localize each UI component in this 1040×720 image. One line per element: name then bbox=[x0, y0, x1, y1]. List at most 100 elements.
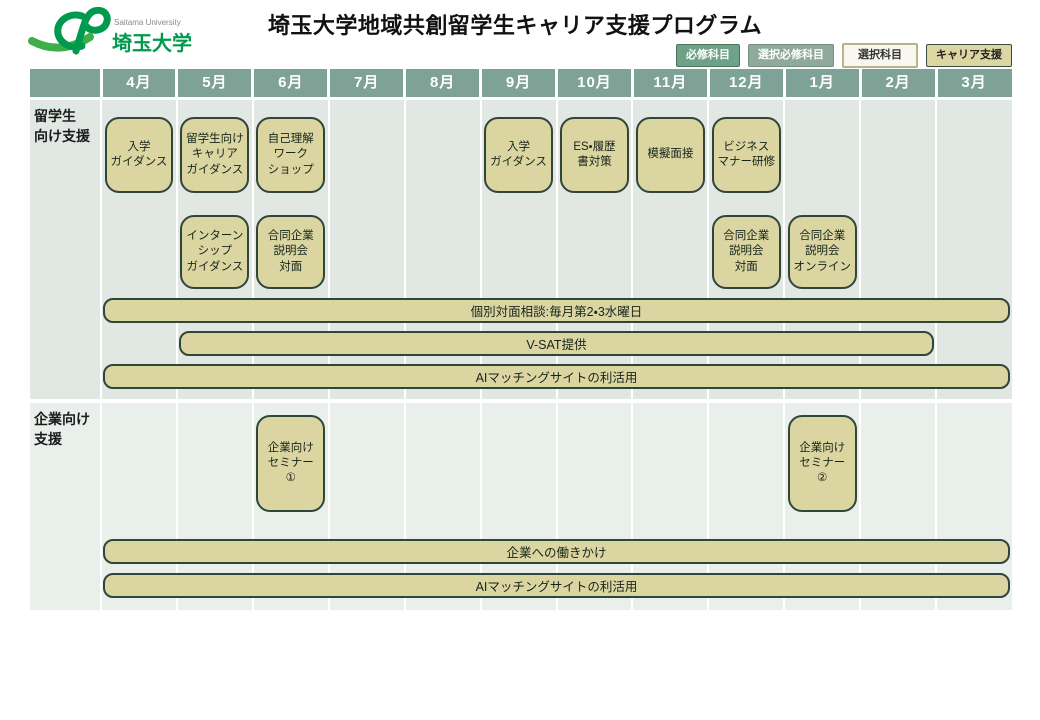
logo-swirl-icon bbox=[28, 6, 111, 55]
event-box-label-line: ガイダンス bbox=[490, 156, 547, 168]
period-bar: V-SAT提供 bbox=[178, 331, 935, 356]
column-divider bbox=[782, 69, 786, 97]
month-header-cell: 9月 bbox=[505, 74, 532, 91]
event-box-label-line: ガイダンス bbox=[186, 260, 244, 273]
column-divider bbox=[251, 403, 254, 610]
column-divider bbox=[327, 100, 330, 399]
event-box-label-line: キャリア bbox=[191, 148, 238, 161]
legend-badge-required: 必修科目 bbox=[676, 44, 740, 68]
month-header-cell: 4月 bbox=[126, 74, 152, 91]
event-box-label-line: 説明会 bbox=[729, 245, 764, 258]
month-header-cell: 10月 bbox=[577, 74, 612, 91]
column-divider bbox=[403, 403, 406, 610]
event-box-label-line: 合同企業 bbox=[267, 230, 314, 243]
event-box-label-line: 模擬面接 bbox=[647, 148, 694, 161]
event-box-label-line: ビジネス bbox=[723, 140, 770, 153]
section-label-line: 留学生 bbox=[34, 108, 76, 124]
column-divider bbox=[251, 69, 255, 97]
event-box: 入学ガイダンス bbox=[484, 117, 553, 193]
event-box: 留学生向けキャリアガイダンス bbox=[180, 117, 250, 193]
section-label-line: 支援 bbox=[34, 430, 62, 447]
column-divider bbox=[783, 100, 786, 399]
event-box-label-line: 企業向け bbox=[799, 441, 846, 454]
event-box: 入学ガイダンス bbox=[104, 117, 174, 193]
saitama-logo: Saitama University 埼玉大学 bbox=[28, 6, 192, 55]
month-header-cell: 7月 bbox=[354, 74, 380, 91]
event-box-label-line: 入学 bbox=[507, 140, 531, 153]
column-divider bbox=[175, 100, 178, 399]
period-bar: 企業への働きかけ bbox=[103, 539, 1010, 564]
event-box: 合同企業説明会対面 bbox=[711, 215, 781, 289]
logo-university-en: Saitama University bbox=[114, 18, 181, 27]
event-box-label-line: ショップ bbox=[267, 163, 314, 176]
event-box-label-line: 対面 bbox=[279, 260, 303, 273]
column-divider bbox=[100, 100, 102, 399]
column-divider bbox=[934, 69, 938, 97]
event-box-label-line: 説明会 bbox=[804, 245, 840, 258]
column-divider bbox=[631, 100, 634, 399]
column-divider bbox=[859, 100, 862, 399]
event-box-label-line: オンライン bbox=[793, 260, 851, 273]
logo-university-ja: 埼玉大学 bbox=[112, 31, 192, 55]
column-divider bbox=[858, 69, 862, 97]
event-box-label-line: 企業向け bbox=[267, 441, 314, 454]
section-label-line: 向け支援 bbox=[34, 127, 90, 144]
month-header-cell: 8月 bbox=[429, 74, 456, 91]
legend: 必修科目選択必修科目選択科目キャリア支援 bbox=[676, 43, 1012, 69]
event-box: 自己理解ワークショップ bbox=[256, 117, 326, 193]
column-divider bbox=[403, 69, 407, 97]
column-divider bbox=[935, 403, 938, 610]
event-box: 合同企業説明会オンライン bbox=[787, 215, 857, 289]
column-divider bbox=[479, 100, 482, 399]
event-box-label-line: 留学生向け bbox=[186, 133, 244, 146]
event-box: 企業向けセミナー ② bbox=[787, 415, 857, 512]
event-box-label-line: シップ bbox=[197, 245, 233, 258]
column-divider bbox=[707, 100, 710, 399]
column-divider bbox=[403, 100, 406, 399]
column-divider bbox=[479, 69, 483, 97]
column-divider bbox=[479, 403, 482, 610]
month-header-cell: 6月 bbox=[278, 74, 304, 91]
period-bar: AIマッチングサイトの利活用 bbox=[103, 573, 1010, 598]
event-box-label-line: ガイダンス bbox=[186, 163, 244, 176]
column-divider bbox=[555, 403, 558, 610]
month-header-cell: 12月 bbox=[728, 74, 764, 91]
legend-badge-elective: 選択科目 bbox=[842, 43, 918, 69]
event-box-label-line: ES・履歴 bbox=[573, 140, 616, 153]
legend-badge-career_support: キャリア支援 bbox=[926, 44, 1012, 68]
month-header-row bbox=[30, 69, 1012, 97]
column-divider bbox=[859, 403, 862, 610]
section-label-companies: 企業向け支援 bbox=[34, 410, 90, 449]
event-box-label-line: 合同企業 bbox=[799, 230, 846, 243]
period-bar: 個別対面相談:毎月第2・3水曜日 bbox=[103, 298, 1010, 323]
month-header-cell: 3月 bbox=[961, 74, 987, 91]
event-box-label-line: ガイダンス bbox=[110, 156, 168, 168]
event-box-label-line: インターン bbox=[186, 230, 244, 243]
event-box-label-line: 自己理解 bbox=[267, 133, 314, 146]
event-box: 模擬面接 bbox=[635, 117, 705, 193]
section-label-line: 企業向け bbox=[34, 411, 90, 427]
event-box-label-line: 入学 bbox=[127, 140, 151, 153]
event-box-label-line: ワーク bbox=[273, 148, 309, 161]
column-divider bbox=[100, 403, 102, 610]
column-divider bbox=[935, 100, 938, 399]
column-divider bbox=[783, 403, 786, 610]
event-box-label-line: ② bbox=[817, 472, 828, 485]
column-divider bbox=[555, 100, 558, 399]
event-box: ES・履歴書対策 bbox=[560, 117, 629, 193]
event-box-label-line: セミナー bbox=[799, 456, 846, 469]
event-box-label-line: ① bbox=[285, 472, 296, 485]
column-divider bbox=[555, 69, 558, 97]
column-divider bbox=[707, 403, 710, 610]
event-box: 合同企業説明会対面 bbox=[256, 215, 326, 289]
column-divider bbox=[99, 69, 103, 97]
column-divider bbox=[706, 69, 710, 97]
event-box-label-line: 合同企業 bbox=[723, 230, 770, 243]
column-divider bbox=[630, 69, 634, 97]
page-title: 埼玉大学地域共創留学生キャリア支援プログラム bbox=[267, 13, 763, 38]
event-box: インターンシップガイダンス bbox=[180, 215, 250, 289]
event-box-label-line: 対面 bbox=[734, 260, 758, 273]
